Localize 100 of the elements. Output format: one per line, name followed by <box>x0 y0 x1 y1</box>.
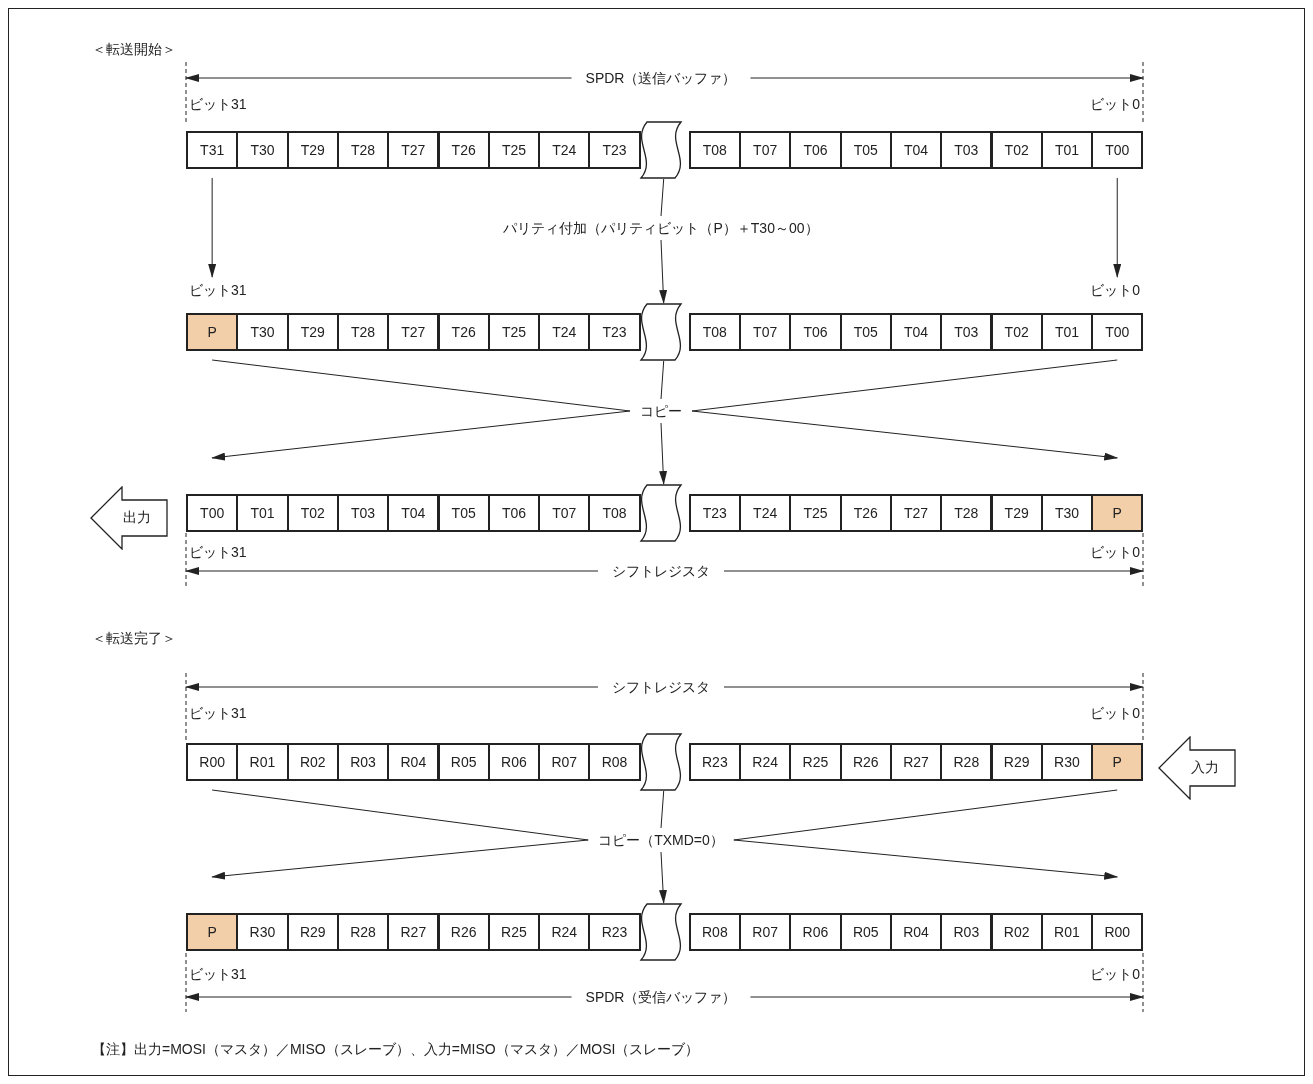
connector-line <box>211 359 631 412</box>
register-cell: P <box>1091 743 1144 781</box>
register-cell: T00 <box>1091 131 1144 169</box>
arrow <box>659 422 668 485</box>
register-cell: T04 <box>387 494 440 532</box>
bit-label: ビット31 <box>189 965 247 983</box>
register-cell: T31 <box>186 131 239 169</box>
connector-line <box>660 790 665 829</box>
register-name: SPDR（送信バッファ） <box>585 69 737 87</box>
register-cell: T02 <box>286 494 339 532</box>
register-cell: R30 <box>1040 743 1094 781</box>
register-cell: T28 <box>940 494 993 532</box>
register-cell: T01 <box>236 494 289 532</box>
arrow <box>659 851 667 904</box>
register-cell: T23 <box>688 494 741 532</box>
register-cell: T29 <box>286 131 339 169</box>
bit-label: ビット0 <box>1090 281 1140 299</box>
connector-line <box>660 360 665 400</box>
register-cell: R04 <box>387 743 440 781</box>
bit-label: ビット31 <box>189 543 247 561</box>
arrow <box>211 839 589 880</box>
register-cell: T02 <box>990 313 1043 351</box>
register-cell: T01 <box>1040 131 1094 169</box>
register-cell: R23 <box>588 913 641 951</box>
register-cell: T06 <box>789 131 842 169</box>
register-cell: T23 <box>588 313 641 351</box>
register-cell: T29 <box>286 313 339 351</box>
register-cell: T07 <box>739 131 792 169</box>
register-cell: R28 <box>336 913 390 951</box>
register-cell: R05 <box>839 913 892 951</box>
register-name: シフトレジスタ <box>612 678 710 696</box>
bit-label: ビット0 <box>1090 965 1140 983</box>
register-cell: T27 <box>387 131 440 169</box>
register-cell: R28 <box>940 743 993 781</box>
register-cell: R25 <box>789 743 842 781</box>
arrow <box>659 239 668 304</box>
register-cell: R23 <box>688 743 741 781</box>
register-cell: T07 <box>739 313 792 351</box>
register-cell: P <box>1091 494 1144 532</box>
connector-line <box>691 359 1118 412</box>
register-cell: R05 <box>437 743 490 781</box>
register-cell: T24 <box>538 313 591 351</box>
register-cell: R29 <box>990 743 1043 781</box>
register-cell: R27 <box>387 913 440 951</box>
register-cell: T25 <box>789 494 842 532</box>
register-cell: R08 <box>688 913 741 951</box>
footnote: 【注】出力=MOSI（マスタ）／MISO（スレーブ）、入力=MISO（マスタ）／MOSI（スレーブ） <box>92 1040 700 1058</box>
register-cell: R04 <box>889 913 943 951</box>
bit-label: ビット31 <box>189 281 247 299</box>
register-cell: R26 <box>437 913 490 951</box>
section-heading: ＜転送完了＞ <box>92 629 176 647</box>
register-cell: T00 <box>186 494 239 532</box>
bit-label: ビット0 <box>1090 95 1140 113</box>
register-cell: T00 <box>1091 313 1144 351</box>
register-cell: T26 <box>437 313 490 351</box>
bit-label: ビット0 <box>1090 704 1140 722</box>
register-cell: T30 <box>236 313 289 351</box>
register-cell: R00 <box>186 743 239 781</box>
register-cell: R01 <box>1040 913 1094 951</box>
register-cell: R03 <box>940 913 993 951</box>
bit-label: ビット0 <box>1090 543 1140 561</box>
register-cell: T03 <box>940 131 993 169</box>
register-cell: R02 <box>286 743 339 781</box>
block-arrow: 入力 <box>1158 736 1236 800</box>
section-heading: ＜転送開始＞ <box>92 40 176 58</box>
register-cell: T27 <box>889 494 943 532</box>
register-cell: R08 <box>588 743 641 781</box>
register-cell: R07 <box>739 913 792 951</box>
register-cell: R01 <box>236 743 289 781</box>
bit-label: ビット31 <box>189 704 247 722</box>
register-cell: T01 <box>1040 313 1094 351</box>
register-cell: T05 <box>437 494 490 532</box>
arrow <box>733 839 1119 880</box>
register-cell: T28 <box>336 313 390 351</box>
register-cell: T23 <box>588 131 641 169</box>
register-cell: R02 <box>990 913 1043 951</box>
register-cell: T05 <box>839 313 892 351</box>
register-cell: T28 <box>336 131 390 169</box>
register-cell: T26 <box>839 494 892 532</box>
block-arrow: 出力 <box>90 486 168 550</box>
register-cell: P <box>186 913 239 951</box>
register-name: SPDR（受信バッファ） <box>585 988 737 1006</box>
register-cell: T25 <box>487 131 541 169</box>
register-cell: T08 <box>588 494 641 532</box>
register-cell: T24 <box>739 494 792 532</box>
register-cell: T07 <box>538 494 591 532</box>
register-cell: T04 <box>889 131 943 169</box>
register-cell: T30 <box>236 131 289 169</box>
register-cell: T02 <box>990 131 1043 169</box>
register-cell: T24 <box>538 131 591 169</box>
register-cell: R29 <box>286 913 339 951</box>
register-cell: R24 <box>739 743 792 781</box>
register-cell: P <box>186 313 239 351</box>
register-cell: T30 <box>1040 494 1094 532</box>
arrow <box>211 410 631 461</box>
register-cell: R00 <box>1091 913 1144 951</box>
register-cell: R27 <box>889 743 943 781</box>
register-cell: R03 <box>336 743 390 781</box>
register-cell: R26 <box>839 743 892 781</box>
connector-line <box>211 789 589 841</box>
